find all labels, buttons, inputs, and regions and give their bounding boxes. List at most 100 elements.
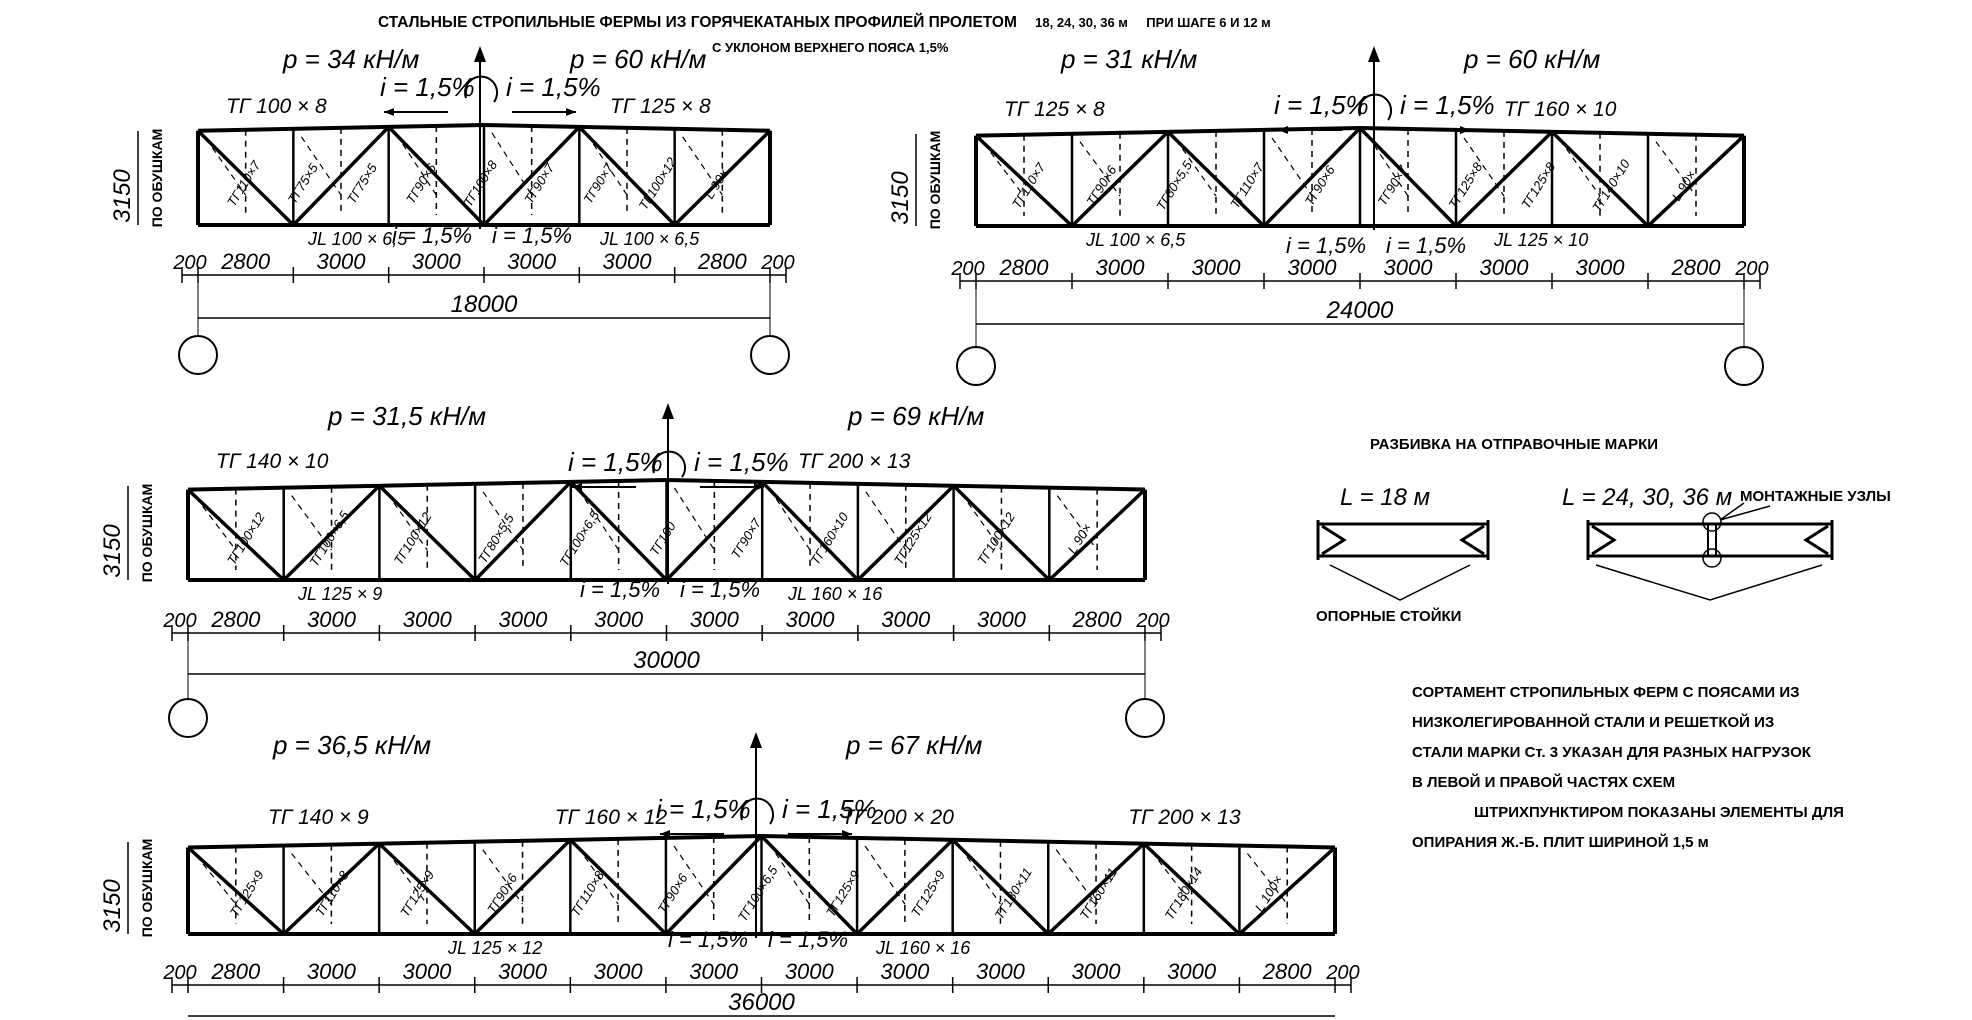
- web-member-label: L 90×: [702, 166, 732, 202]
- dimension-label: 3000: [977, 607, 1027, 632]
- web-member-label: ТГ110×7: [1009, 160, 1049, 211]
- slab-support-dashed: [300, 136, 342, 196]
- bottom-chord-left-label: ЈL 100 × 6,5: [1085, 230, 1186, 250]
- load-left-label: p = 31 кН/м: [1060, 44, 1198, 74]
- slope-left-label: i = 1,5%: [380, 72, 475, 102]
- slope-left-arrow-head: [572, 483, 582, 491]
- title-step: ПРИ ШАГЕ 6 И 12 м: [1146, 15, 1271, 30]
- dimension-label: 3000: [786, 607, 836, 632]
- slab-support-dashed: [195, 855, 237, 905]
- slope-left-label: i = 1,5%: [1274, 90, 1369, 120]
- slab-support-dashed: [1175, 139, 1217, 197]
- slab-support-dashed: [482, 849, 524, 905]
- slope-left-arrow-head: [1278, 126, 1288, 134]
- dimension-label: 3000: [880, 959, 930, 984]
- support-axis-left: [178, 335, 218, 375]
- slab-support-dashed: [578, 489, 620, 551]
- slope-right-arrow-head: [754, 483, 764, 491]
- dimension-label: 3000: [317, 249, 367, 274]
- dimension-label: 3000: [1192, 255, 1242, 280]
- dimension-label: 3000: [1072, 959, 1122, 984]
- height-label: 3150: [99, 524, 126, 578]
- title-line-2: С УКЛОНОМ ВЕРХНЕГО ПОЯСА 1,5%: [712, 40, 949, 55]
- dimension-label: 200: [162, 610, 196, 632]
- ridge-arrow-head: [662, 403, 674, 419]
- dimension-label: 3000: [507, 249, 557, 274]
- slab-support-dashed: [1463, 137, 1505, 197]
- top-chord-right-label: ТГ 160 × 10: [1504, 98, 1617, 121]
- web-member-label: ТГ160×10: [807, 509, 851, 567]
- top-chord-right-label: ТГ 200 × 13: [798, 450, 911, 473]
- slab-support-dashed: [577, 847, 619, 905]
- dimension-label: 3000: [498, 959, 548, 984]
- slab-support-dashed: [673, 845, 715, 905]
- web-member-label: ТГ110×7: [224, 158, 264, 209]
- top-chord-label-2: ТГ 160 × 12: [555, 806, 668, 829]
- dimension-label: 2800: [210, 607, 261, 632]
- slab-support-dashed: [195, 497, 237, 551]
- support-axis-right: [750, 335, 790, 375]
- slope-right-label: i = 1,5%: [694, 447, 789, 477]
- dimension-label: 200: [172, 252, 206, 274]
- slab-support-dashed: [1655, 141, 1697, 197]
- dimension-label: 200: [1135, 610, 1169, 632]
- web-member-label: ТГ110×7: [1227, 160, 1267, 211]
- slab-support-dashed: [768, 843, 810, 905]
- shipping-heading: РАЗБИВКА НА ОТПРАВОЧНЫЕ МАРКИ: [1370, 436, 1658, 453]
- rotation-sign: [464, 75, 499, 103]
- web-member-label: ТГ160: [647, 518, 680, 558]
- slab-support-dashed: [865, 491, 907, 551]
- web-member-label: ТГ100×6,5: [556, 508, 602, 569]
- dimension-label: 3000: [1480, 255, 1530, 280]
- web-member-label: L 90×: [1064, 521, 1094, 557]
- slab-support-dashed: [1055, 849, 1097, 905]
- support-axis-right: [1724, 346, 1764, 386]
- ridge-arrow-head: [474, 46, 486, 62]
- dimension-label: 3000: [307, 607, 357, 632]
- dimension-label: 3000: [594, 959, 644, 984]
- dimension-label: 2800: [1072, 607, 1123, 632]
- dimension-label: 3000: [498, 607, 548, 632]
- slope-right-label: i = 1,5%: [782, 794, 877, 824]
- dimension-label: 3000: [785, 959, 835, 984]
- slope-right-arrow-head: [1460, 126, 1470, 134]
- support-axis-right: [1125, 698, 1165, 738]
- dimension-label: 200: [950, 258, 984, 280]
- support-axis-left: [956, 346, 996, 386]
- title-line-1: СТАЛЬНЫЕ СТРОПИЛЬНЫЕ ФЕРМЫ ИЗ ГОРЯЧЕКАТА…: [378, 14, 1271, 32]
- slope-left-arrow-head: [384, 108, 394, 116]
- load-left-label: p = 34 кН/м: [282, 44, 420, 74]
- side-label: ПО ОБУШКАМ: [139, 839, 155, 938]
- web-member-label: ТГ80×5,5: [1153, 158, 1195, 213]
- slope-right-label: i = 1,5%: [1400, 90, 1495, 120]
- dimension-label: 200: [1734, 258, 1768, 280]
- height-label: 3150: [109, 169, 136, 223]
- side-label: ПО ОБУШКАМ: [149, 129, 165, 228]
- slab-support-dashed: [396, 134, 437, 196]
- load-left-label: p = 36,5 кН/м: [272, 730, 431, 760]
- load-right-label: p = 60 кН/м: [569, 44, 707, 74]
- web-member-label: ТГ90×6: [654, 870, 691, 916]
- dimension-label: 2800: [999, 255, 1050, 280]
- slab-support-dashed: [960, 847, 1001, 905]
- slope-left-arrow-head: [660, 830, 670, 838]
- top-chord-left-label: ТГ 100 × 8: [226, 95, 327, 118]
- slope-left-label: i = 1,5%: [656, 794, 751, 824]
- title-text: СТАЛЬНЫЕ СТРОПИЛЬНЫЕ ФЕРМЫ ИЗ ГОРЯЧЕКАТА…: [378, 14, 1017, 31]
- dimension-label: 2800: [210, 959, 261, 984]
- dimension-label: 2800: [697, 249, 748, 274]
- support-posts-label: ОПОРНЫЕ СТОЙКИ: [1316, 607, 1461, 625]
- shipping-shape-18: [1316, 520, 1490, 601]
- web-member-label: ТГ160×11: [1077, 865, 1120, 922]
- title-spans: 18, 24, 30, 36 м: [1035, 15, 1128, 30]
- dimension-label: 3000: [412, 249, 462, 274]
- web-member-label: ТГ100×6,5: [306, 508, 352, 569]
- dimension-label: 3000: [1576, 255, 1626, 280]
- slab-support-dashed: [291, 495, 333, 551]
- bottom-slope-left-label: i = 1,5%: [580, 577, 660, 602]
